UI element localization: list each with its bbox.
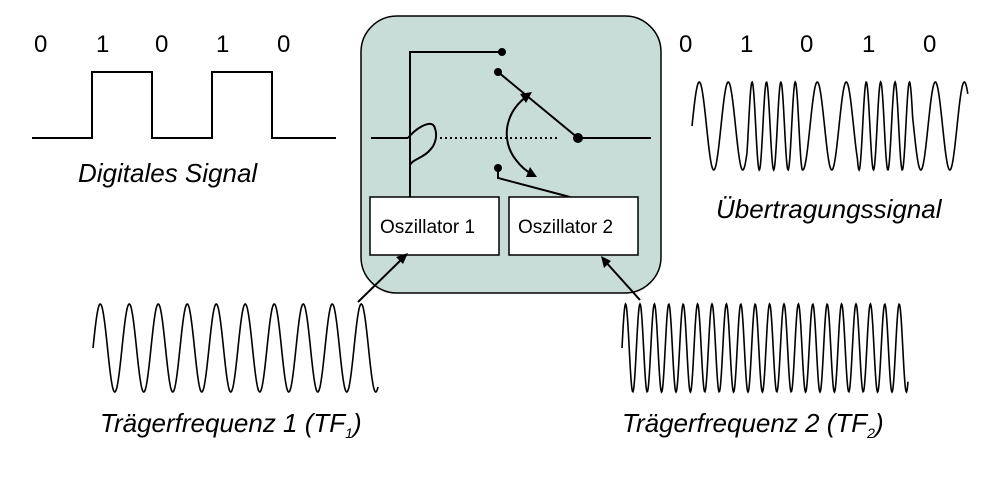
switch-motion-arrow: [505, 94, 533, 175]
digital-square-wave: [32, 71, 336, 139]
transmission-bit-3: 1: [862, 31, 875, 58]
transmission-bit-1: 1: [740, 31, 753, 58]
carrier-2-arrow-line: [603, 259, 641, 301]
carrier-2-waveform: [621, 302, 909, 394]
carrier-2: Trägerfrequenz 2 (TF2): [601, 256, 909, 441]
digital-bit-1: 1: [96, 31, 109, 58]
osc2-feed-line: [497, 168, 571, 198]
carrier-2-arrowhead: [601, 256, 611, 268]
transmission-signal-label: Übertragungssignal: [716, 194, 943, 224]
oscillator-2-box: [508, 196, 639, 256]
carrier-1-label: Trägerfrequenz 1 (TF1): [100, 408, 362, 441]
digital-bit-0: 0: [34, 31, 47, 58]
osc1-feed-line: [409, 51, 502, 197]
oscillator-1-label: Oszillator 1: [380, 217, 475, 238]
digital-bit-3: 1: [216, 31, 229, 58]
crossing-hump: [407, 122, 438, 167]
transmission-bit-0: 0: [679, 31, 692, 58]
carrier-1-arrowhead: [396, 253, 408, 264]
transmission-bit-4: 0: [923, 31, 936, 58]
carrier-1-arrow-line: [357, 256, 405, 303]
modulator: Oszillator 1 Oszillator 2: [360, 15, 662, 294]
arrowhead-up: [520, 92, 532, 103]
carrier-1-waveform: [92, 303, 379, 393]
digital-bit-2: 0: [155, 31, 168, 58]
digital-signal-label: Digitales Signal: [78, 158, 258, 188]
carrier-1-label-sub: 1: [345, 425, 353, 441]
switch-contact-top: [498, 48, 506, 56]
carrier-1-label-close: ): [350, 408, 362, 438]
digital-bit-4: 0: [277, 31, 290, 58]
transmission-bit-2: 0: [800, 31, 813, 58]
oscillator-2-label: Oszillator 2: [518, 217, 613, 238]
oscillator-1-box: [369, 196, 500, 256]
carrier-1: Trägerfrequenz 1 (TF1): [92, 253, 408, 441]
carrier-1-label-main: Trägerfrequenz 1 (TF: [100, 408, 347, 438]
carrier-2-label: Trägerfrequenz 2 (TF2): [622, 408, 884, 441]
switch-arm: [497, 71, 579, 139]
transmission-signal: 0 1 0 1 0 Übertragungssignal: [679, 31, 969, 224]
carrier-2-label-sub: 2: [866, 425, 875, 441]
transmission-waveform: [691, 80, 969, 172]
arrowhead-down: [526, 167, 537, 177]
carrier-2-label-main: Trägerfrequenz 2 (TF: [622, 408, 869, 438]
digital-signal: 0 1 0 1 0 Digitales Signal: [32, 31, 336, 188]
carrier-2-label-close: ): [872, 408, 884, 438]
